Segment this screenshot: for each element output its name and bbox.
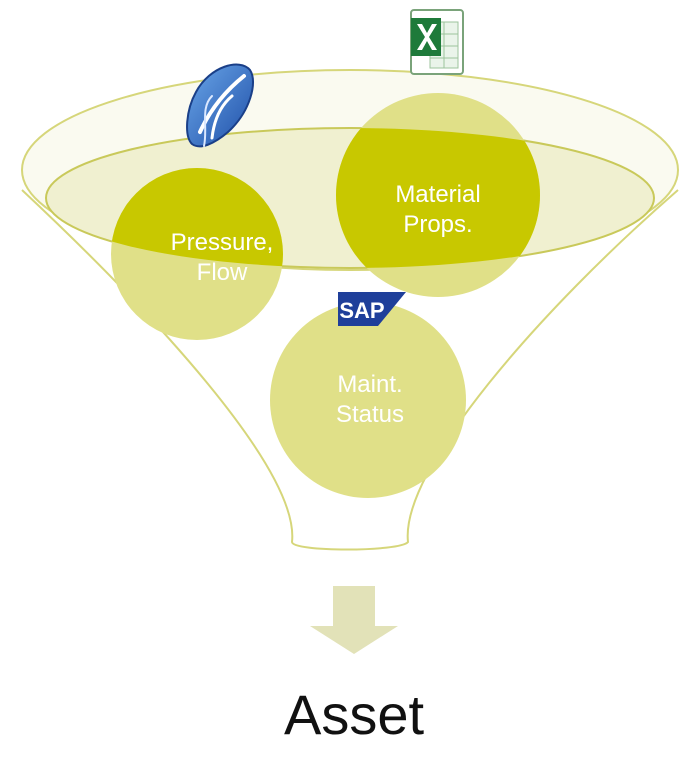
ball-maint-status bbox=[270, 302, 466, 498]
sap-logo-icon: SAP bbox=[338, 292, 406, 326]
sap-logo-text: SAP bbox=[339, 298, 384, 323]
label-pressure-line2: Flow bbox=[197, 259, 248, 286]
funnel-body bbox=[21, 189, 679, 551]
output-label-asset: Asset bbox=[284, 683, 424, 746]
ball-material-props-top bbox=[336, 128, 540, 268]
ball-pressure-flow-top bbox=[111, 168, 283, 268]
excel-logo-icon bbox=[410, 9, 464, 75]
pi-system-logo-icon bbox=[186, 63, 254, 148]
label-maint-line1: Maint. bbox=[337, 371, 402, 398]
label-maint-line2: Status bbox=[336, 401, 404, 428]
label-material-line2: Props. bbox=[403, 211, 472, 238]
label-material-line1: Material bbox=[395, 181, 480, 208]
label-pressure-line1: Pressure, bbox=[171, 229, 274, 256]
down-arrow bbox=[310, 586, 398, 654]
